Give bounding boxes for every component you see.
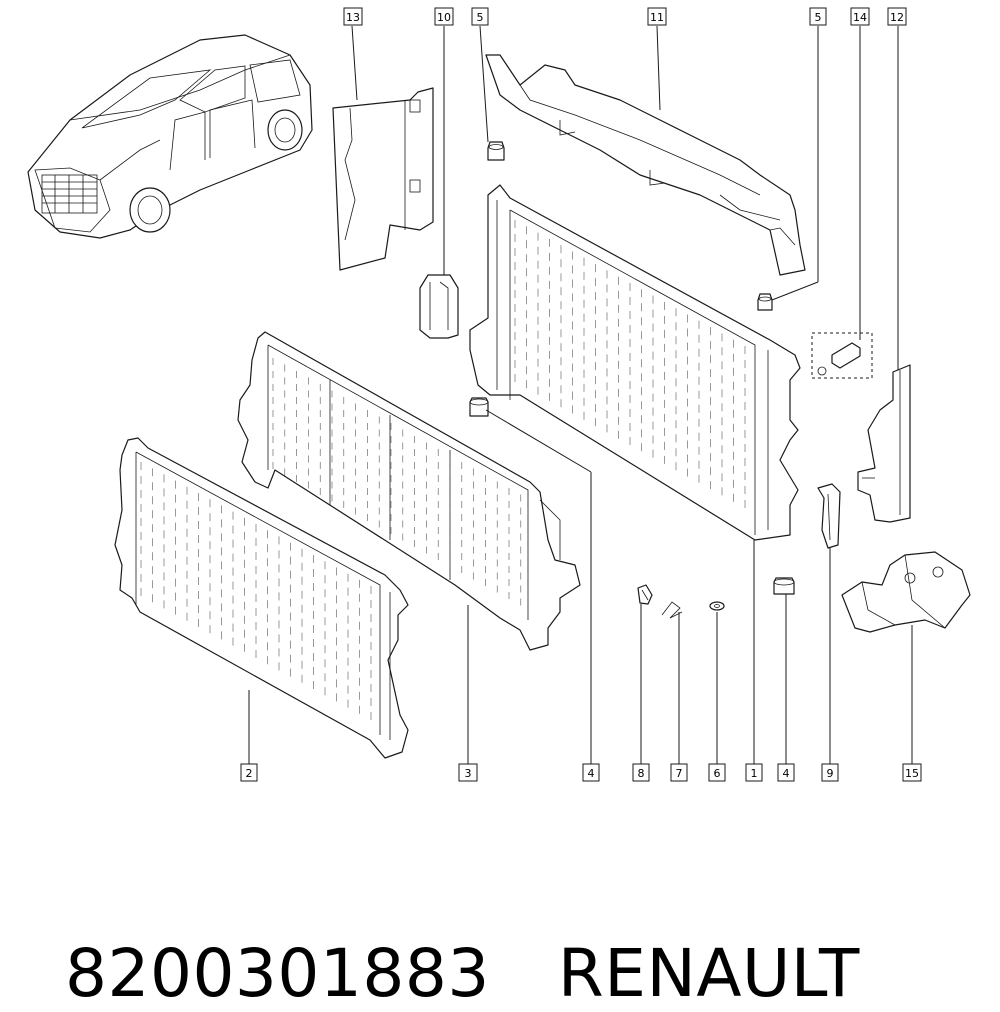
callout-11-label: 11 xyxy=(650,11,664,24)
part-5-rubber-mount-right xyxy=(757,293,773,311)
callout-5-right-label: 5 xyxy=(815,11,822,24)
callout-7: 7 xyxy=(670,763,688,782)
callout-4-right: 4 xyxy=(777,763,795,782)
callout-3-label: 3 xyxy=(465,767,472,780)
part-13-air-deflector xyxy=(332,87,434,271)
part-14-drain-plug xyxy=(811,332,873,379)
part-11-upper-air-duct xyxy=(485,54,806,276)
callout-4-right-label: 4 xyxy=(783,767,790,780)
callout-11: 11 xyxy=(647,7,667,26)
part-12-side-deflector xyxy=(857,364,911,523)
part-number: 8200301883 xyxy=(64,935,490,1012)
callout-1: 1 xyxy=(745,763,763,782)
callout-4-left: 4 xyxy=(582,763,600,782)
callout-14-label: 14 xyxy=(853,11,867,24)
callout-14: 14 xyxy=(850,7,870,26)
callout-7-label: 7 xyxy=(676,767,683,780)
callout-13-label: 13 xyxy=(346,11,360,24)
part-2-condenser xyxy=(114,437,409,759)
callout-10-label: 10 xyxy=(437,11,451,24)
callout-8-label: 8 xyxy=(638,767,645,780)
callout-13: 13 xyxy=(343,7,363,26)
part-7-spring-clip xyxy=(661,601,683,619)
brand-name: RENAULT xyxy=(557,935,860,1012)
callout-9-label: 9 xyxy=(827,767,834,780)
part-caption: 8200301883 RENAULT xyxy=(22,858,860,1012)
condenser-fins xyxy=(140,462,372,720)
callout-15: 15 xyxy=(902,763,922,782)
part-1-radiator xyxy=(469,184,801,541)
callout-6-label: 6 xyxy=(714,767,721,780)
part-10-bracket xyxy=(419,274,459,339)
leader-lines xyxy=(248,25,913,764)
callout-8: 8 xyxy=(632,763,650,782)
part-6-washer xyxy=(709,601,725,611)
callout-9: 9 xyxy=(821,763,839,782)
part-5-rubber-mount-left xyxy=(487,141,505,161)
callout-15-label: 15 xyxy=(905,767,919,780)
callout-5-left: 5 xyxy=(471,7,489,26)
part-8-clip xyxy=(637,584,653,605)
parts-diagram: 13 10 5 11 5 14 12 2 3 4 8 7 xyxy=(27,7,971,782)
radiator-fins xyxy=(514,220,746,508)
callout-12: 12 xyxy=(887,7,907,26)
callout-10: 10 xyxy=(434,7,454,26)
part-4-rubber-foot-left xyxy=(469,397,489,417)
callout-2-label: 2 xyxy=(246,767,253,780)
part-4-rubber-foot-right xyxy=(773,577,795,595)
callout-5-right: 5 xyxy=(809,7,827,26)
part-3-intercooler xyxy=(237,331,581,651)
callout-2: 2 xyxy=(240,763,258,782)
callout-12-label: 12 xyxy=(890,11,904,24)
callout-1-label: 1 xyxy=(751,767,758,780)
part-15-lower-bracket xyxy=(841,551,971,633)
car-thumbnail xyxy=(27,34,313,239)
callout-5-left-label: 5 xyxy=(477,11,484,24)
callout-4-left-label: 4 xyxy=(588,767,595,780)
part-9-bracket xyxy=(817,483,841,549)
callout-3: 3 xyxy=(458,763,478,782)
exploded-view-drawing: 13 10 5 11 5 14 12 2 3 4 8 7 xyxy=(27,7,971,782)
intercooler-fins xyxy=(272,358,522,606)
callout-6: 6 xyxy=(708,763,726,782)
